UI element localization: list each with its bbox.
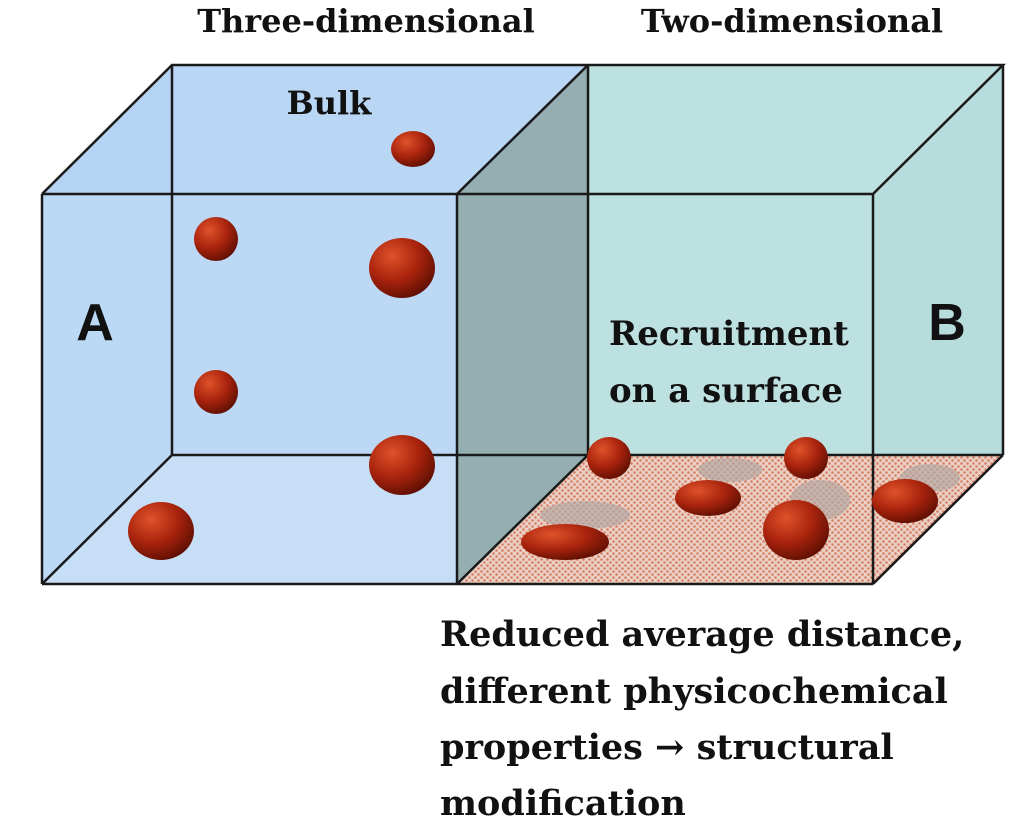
shadow	[540, 501, 630, 529]
particle	[194, 370, 238, 414]
box-edges	[40, 63, 1007, 586]
surface-particles	[521, 437, 938, 560]
shadow	[698, 458, 762, 482]
caption-line3: properties → structural	[440, 727, 894, 768]
particle	[784, 437, 828, 479]
header-two-dimensional: Two-dimensional	[641, 2, 943, 40]
particle	[128, 502, 194, 560]
caption-line1: Reduced average distance,	[440, 614, 964, 655]
particle	[521, 524, 609, 560]
particle	[587, 437, 631, 479]
bulk-front-face	[42, 194, 457, 584]
particle	[391, 131, 435, 167]
particle	[872, 479, 938, 523]
recruitment-label-line1: Recruitment	[609, 314, 849, 354]
particle	[763, 500, 829, 560]
recruitment-label-line2: on a surface	[609, 371, 843, 411]
bulk-particles	[128, 131, 435, 560]
bulk-label: Bulk	[287, 84, 372, 122]
panel-label-b: B	[928, 294, 966, 352]
particle	[194, 217, 238, 261]
particle	[675, 480, 741, 516]
particle	[369, 238, 435, 298]
panel-label-a: A	[76, 294, 114, 352]
caption-line2: different physicochemical	[440, 671, 948, 712]
caption-line4: modification	[440, 783, 686, 824]
particle	[369, 435, 435, 495]
header-three-dimensional: Three-dimensional	[197, 2, 535, 40]
